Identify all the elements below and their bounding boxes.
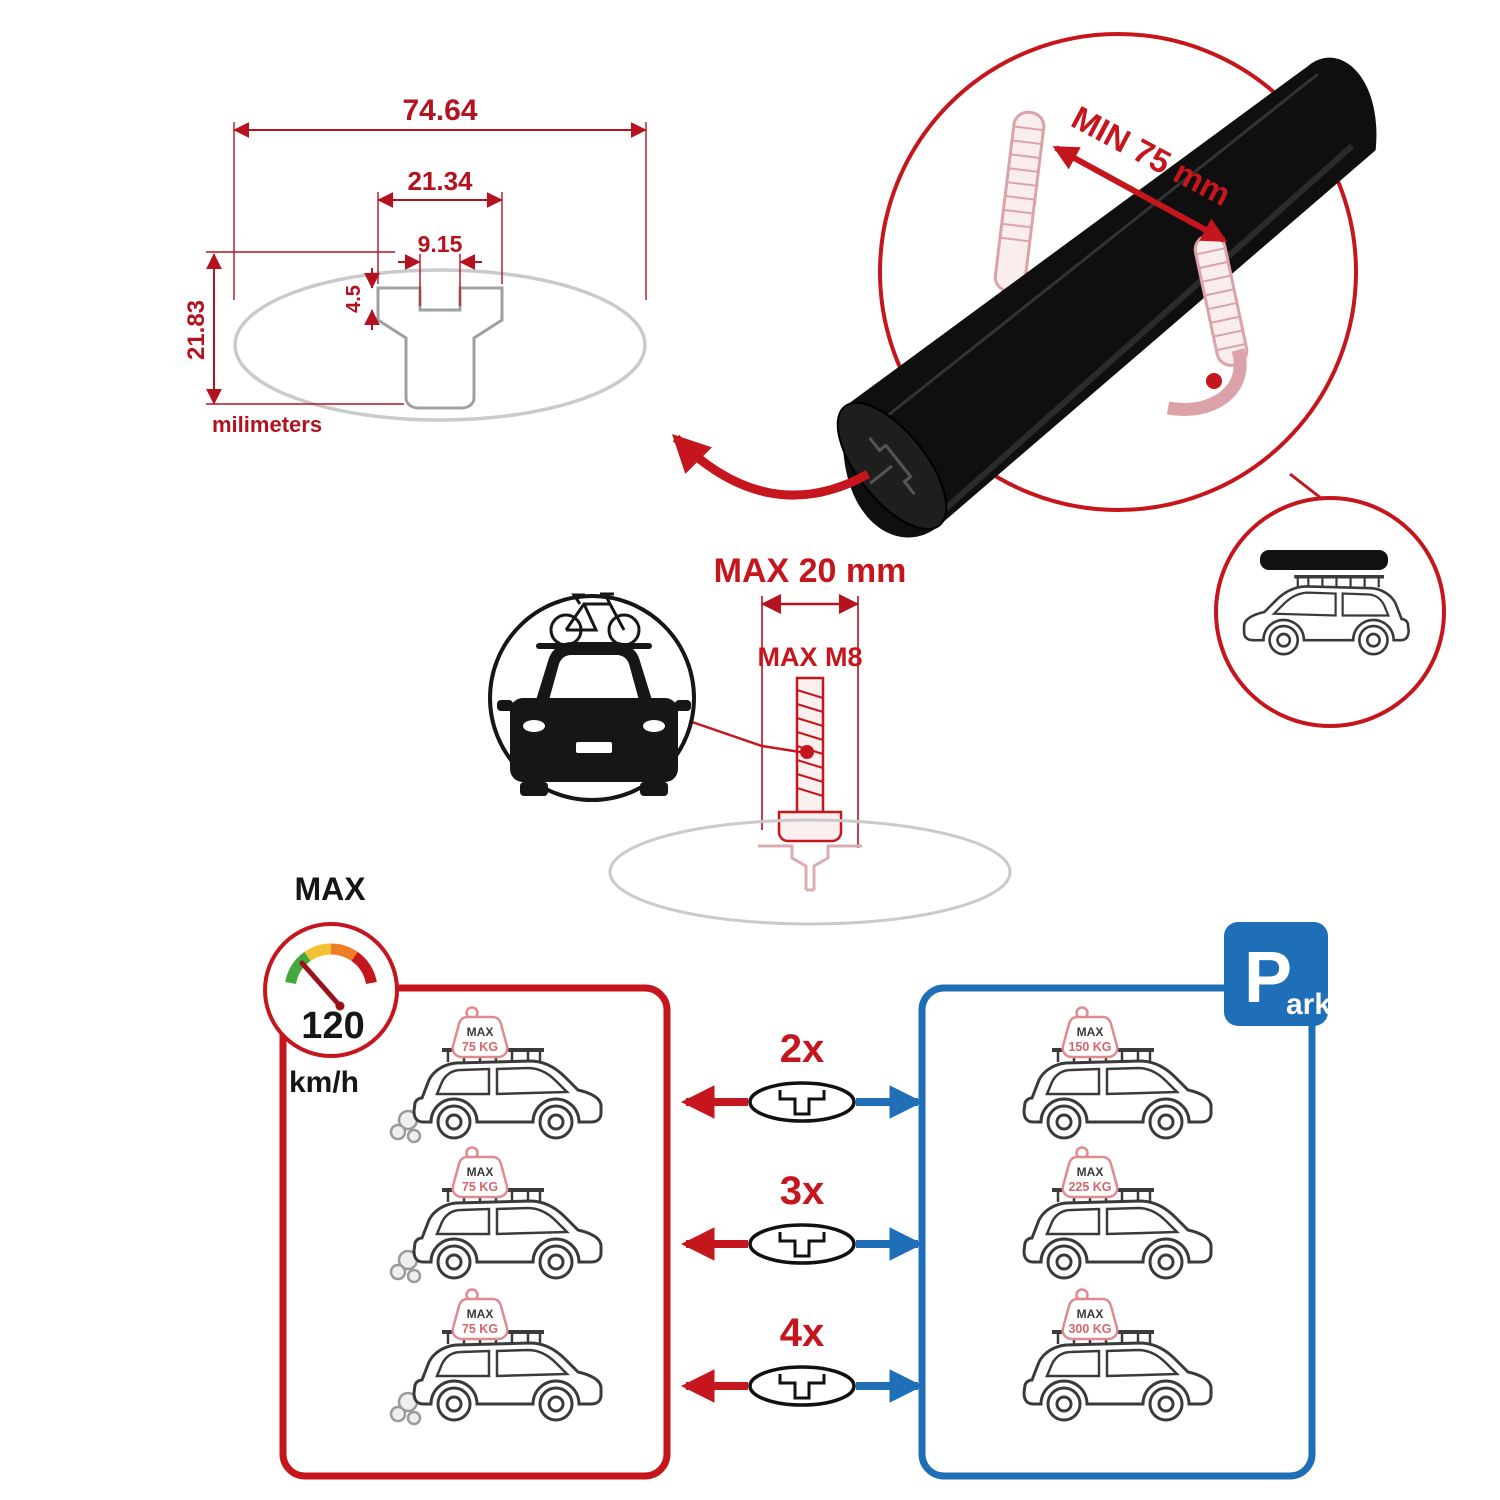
park-sign-suffix: ark xyxy=(1286,988,1331,1021)
extension-lines-slot-outer xyxy=(377,192,503,284)
speed-limit-value: 120 xyxy=(301,1005,364,1047)
rail-ellipse-faint xyxy=(608,818,1012,926)
load-badge: MAX 75 KG xyxy=(451,1288,509,1341)
crossbar-section-icon xyxy=(748,1223,856,1265)
parking-car-row-3: MAX 300 KG xyxy=(1022,1288,1213,1422)
crossbar-profile-cross-section xyxy=(376,286,504,410)
multiplier-label: 4x xyxy=(780,1311,825,1355)
bolt-thread-label: MAX M8 xyxy=(757,642,862,672)
bolt-icon xyxy=(777,676,843,843)
unit-label: milimeters xyxy=(212,412,322,437)
bolt-max-width-label: MAX 20 mm xyxy=(714,552,907,590)
multiplier-column: 2x 3x 4x xyxy=(680,1027,924,1407)
car-front-circle xyxy=(488,592,696,802)
gauge-arc-segments xyxy=(285,943,377,985)
bolt-width-extension-lines xyxy=(761,596,859,848)
multiplier-row-2: 3x xyxy=(680,1169,924,1265)
badge-title: MAX xyxy=(1077,1025,1104,1039)
multiplier-label: 3x xyxy=(780,1169,825,1213)
crossbar-ridge-line-2 xyxy=(871,72,1319,430)
badge-weight: 225 KG xyxy=(1068,1180,1111,1194)
car-front-icon xyxy=(497,642,691,796)
parking-car-row-1: MAX 150 KG xyxy=(1022,1006,1213,1140)
badge-title: MAX xyxy=(1077,1165,1104,1179)
park-sign-letter: P xyxy=(1244,938,1292,1018)
load-badge: MAX 75 KG xyxy=(451,1146,509,1199)
total-height-value: 21.83 xyxy=(183,300,210,360)
badge-weight: 150 KG xyxy=(1068,1040,1111,1054)
speed-limit-gauge: MAX 120 km/h xyxy=(263,871,399,1099)
gauge-needle xyxy=(299,960,343,1009)
parking-car-row-2: MAX 225 KG xyxy=(1022,1146,1213,1280)
callout-arrow-to-dimensions xyxy=(671,433,871,500)
extension-lines-total-height xyxy=(206,251,404,405)
badge-title: MAX xyxy=(1077,1307,1104,1321)
gauge-circle xyxy=(263,922,399,1058)
badge-title: MAX xyxy=(467,1165,494,1179)
crossbar-ellipse-outline xyxy=(233,268,647,422)
park-sign-plate xyxy=(1224,922,1328,1026)
rail-slot-faint xyxy=(758,844,862,892)
driving-car-row-1: MAX 75 KG xyxy=(389,1006,603,1144)
load-badge: MAX 225 KG xyxy=(1061,1146,1119,1199)
crossbar-zoom: MIN 75 mm xyxy=(671,32,1377,538)
load-badge: MAX 300 KG xyxy=(1061,1288,1119,1341)
driving-car-row-2: MAX 75 KG xyxy=(389,1146,603,1284)
slot-depth-value: 4.5 xyxy=(343,285,365,313)
min-span-arrow xyxy=(1052,145,1228,243)
badge-weight: 75 KG xyxy=(462,1040,498,1054)
badge-weight: 75 KG xyxy=(462,1180,498,1194)
bolt-diagram: MAX 20 mm MAX M8 xyxy=(608,552,1012,926)
multiplier-row-1: 2x xyxy=(680,1027,924,1123)
crossbar-3d-body xyxy=(842,57,1377,538)
parking-panel: MAX 150 KG MAX 225 KG MAX 300 KG xyxy=(1022,1006,1213,1422)
roof-box-icon xyxy=(1260,550,1388,570)
slot-outer-width-value: 21.34 xyxy=(407,166,473,196)
crossbar-ridge-line xyxy=(942,143,1354,513)
extension-lines-slot-inner xyxy=(419,254,461,306)
badge-weight: 300 KG xyxy=(1068,1322,1111,1336)
bolt-callout-dot xyxy=(800,745,814,759)
clamp-rod-right-icon xyxy=(1166,233,1249,416)
load-badge: MAX 150 KG xyxy=(1061,1006,1119,1059)
roofbox-suv-circle xyxy=(1214,496,1446,728)
total-width-value: 74.64 xyxy=(402,94,477,127)
clamp-anchor-dot xyxy=(1206,373,1222,389)
gauge-needle-pivot xyxy=(335,1001,345,1011)
load-badge: MAX 75 KG xyxy=(451,1006,509,1059)
driving-panel: MAX 75 KG MAX 75 KG MAX 75 KG xyxy=(389,1006,603,1426)
multiplier-row-3: 4x xyxy=(680,1311,924,1407)
driving-car-row-3: MAX 75 KG xyxy=(389,1288,603,1426)
park-sign: P ark xyxy=(1224,922,1331,1026)
badge-weight: 75 KG xyxy=(462,1322,498,1336)
badge-title: MAX xyxy=(467,1025,494,1039)
crossbar-section-icon xyxy=(748,1081,856,1123)
slot-inner-width-value: 9.15 xyxy=(418,231,463,257)
badge-title: MAX xyxy=(467,1307,494,1321)
speed-limit-title: MAX xyxy=(294,871,366,907)
dimension-diagram: 74.64 21.34 9.15 4.5 21.83 milimeters xyxy=(183,94,647,437)
multiplier-label: 2x xyxy=(780,1027,825,1071)
speed-limit-unit: km/h xyxy=(289,1066,359,1099)
extension-lines-total-width xyxy=(233,122,647,300)
crossbar-end-profile-lines xyxy=(868,436,916,496)
crossbar-section-icon xyxy=(748,1365,856,1407)
bolt-callout-line xyxy=(691,720,801,754)
